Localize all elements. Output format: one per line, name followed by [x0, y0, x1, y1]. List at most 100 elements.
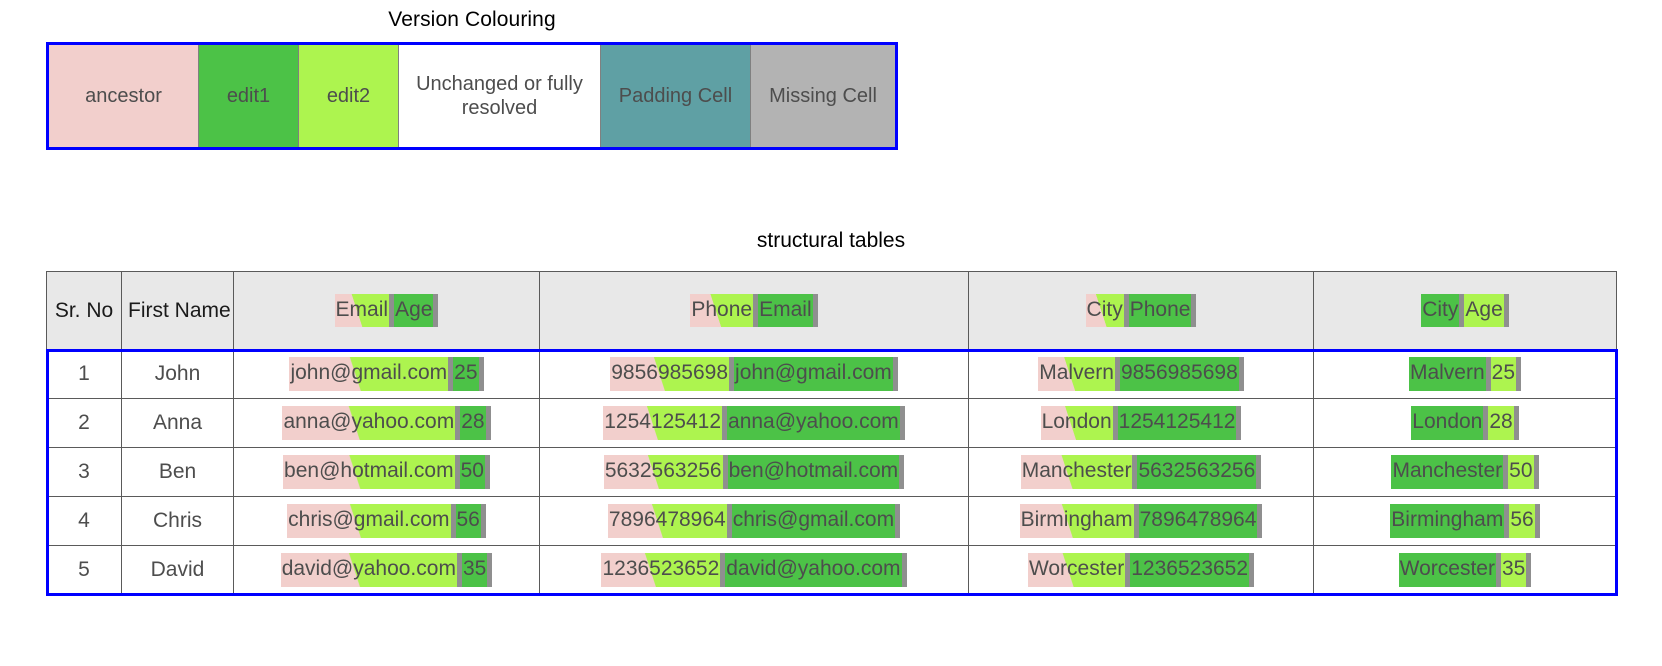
merged-value-left: chris@gmail.com: [287, 504, 451, 538]
merged-value-right: 35: [461, 553, 488, 587]
cell-first-name: David: [121, 545, 234, 595]
legend-swatch-unchanged: Unchanged or fully resolved: [399, 45, 601, 147]
merged-value-separator: [729, 357, 735, 391]
merged-value-right: 28: [460, 406, 486, 440]
merged-value-separator-end: [487, 553, 493, 587]
merged-value-separator: [456, 553, 462, 587]
cell-sr-no: 2: [46, 398, 122, 448]
merged-value-left: 1236523652: [601, 553, 721, 587]
legend-swatch-label: Unchanged or fully resolved: [416, 72, 583, 119]
version-colouring-legend: Version Colouring ancestor edit1 edit2 U…: [46, 0, 898, 150]
merged-value-left: david@yahoo.com: [280, 553, 457, 587]
merged-value-separator: [1503, 455, 1509, 489]
merged-value-separator: [1459, 293, 1465, 328]
merged-value-separator-end: [1533, 455, 1539, 489]
merged-value-separator-end: [895, 504, 901, 538]
merged-value-right: Email: [758, 293, 813, 328]
merged-value-separator-end: [1526, 553, 1532, 587]
merged-value-left: Manchester: [1391, 455, 1504, 489]
merged-value-separator-end: [1236, 406, 1242, 440]
merged-value-right: 56: [455, 504, 481, 538]
legend-swatch-label: edit2: [326, 84, 371, 107]
merged-value-separator-end: [1238, 357, 1244, 391]
merged-value-left: ben@hotmail.com: [283, 455, 455, 489]
legend-swatch-label: edit1: [226, 84, 271, 107]
cell-sr-no: 5: [46, 545, 122, 595]
merged-value-left: Birmingham: [1019, 504, 1134, 538]
merged-value-right: 56: [1509, 504, 1535, 538]
merged-value-separator-end: [1516, 357, 1522, 391]
merged-value-separator-end: [433, 293, 439, 328]
merged-value-left: Malvern: [1408, 357, 1486, 391]
cell-first-name: John: [121, 349, 234, 399]
cell-first-name: Ben: [121, 447, 234, 497]
merged-value-separator: [448, 357, 454, 391]
merged-value-left: 5632563256: [603, 455, 723, 489]
legend-title: Version Colouring: [388, 8, 556, 31]
merged-value-separator: [1112, 406, 1118, 440]
merged-value-separator: [1483, 406, 1489, 440]
merged-value-separator-end: [901, 553, 907, 587]
legend-swatch-missing-cell: Missing Cell: [751, 45, 895, 147]
merged-value-separator-end: [485, 406, 491, 440]
merged-value-right: 28: [1488, 406, 1514, 440]
merged-value-left: London: [1411, 406, 1484, 440]
structural-tables-title: structural tables: [756, 229, 906, 252]
merged-value-separator: [455, 406, 461, 440]
merged-value-separator-end: [899, 406, 905, 440]
merged-value-left: Worcester: [1398, 553, 1496, 587]
merged-value-left: anna@yahoo.com: [282, 406, 456, 440]
merged-value-separator: [1504, 504, 1510, 538]
merged-value-separator-end: [892, 357, 898, 391]
merged-value-right: anna@yahoo.com: [727, 406, 900, 440]
merged-value-separator-end: [1249, 553, 1255, 587]
cell-sr-no: 3: [46, 447, 122, 497]
merged-value-separator: [722, 406, 728, 440]
merged-value-left: 1254125412: [603, 406, 723, 440]
legend-swatch-ancestor: ancestor: [49, 45, 199, 147]
column-header-first-name: First Name: [121, 271, 234, 350]
merged-value-separator-end: [1256, 455, 1262, 489]
merged-value-separator: [454, 455, 460, 489]
merged-value-right: chris@gmail.com: [731, 504, 896, 538]
merged-value-separator-end: [1257, 504, 1263, 538]
merged-value-right: Age: [1464, 293, 1504, 328]
structural-tables-section: structural tables Sr. No First Name Emai…: [45, 221, 1618, 596]
merged-value-separator-end: [1191, 293, 1197, 328]
merged-value-right: ben@hotmail.com: [727, 455, 900, 489]
merged-value-separator: [1495, 553, 1501, 587]
